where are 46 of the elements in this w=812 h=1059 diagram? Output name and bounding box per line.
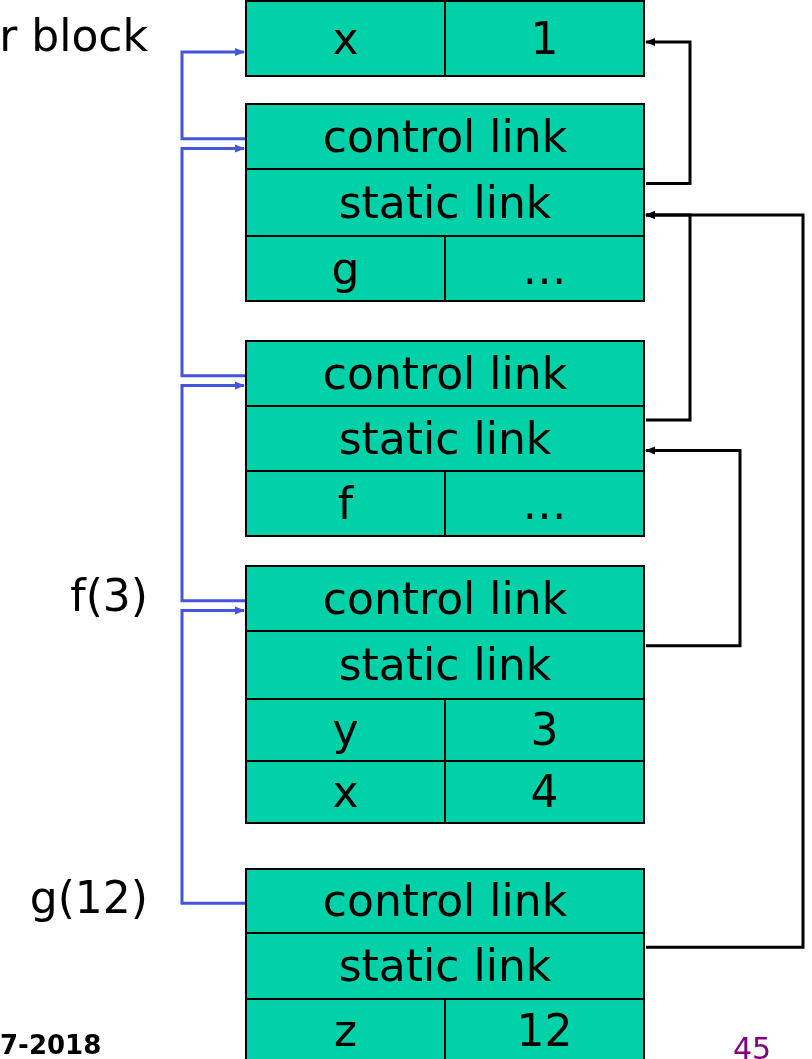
cell-text: static link (338, 180, 552, 225)
cell-text: y (332, 708, 359, 752)
record-row (245, 470, 645, 537)
cell-text: static link (338, 416, 552, 461)
record-row (245, 235, 645, 302)
record-row (245, 340, 645, 407)
arrow (180, 606, 245, 905)
cell-text: … (522, 246, 567, 291)
cell-text: z (333, 1009, 358, 1053)
record-row (245, 868, 645, 934)
arrow (180, 144, 245, 378)
record-row (245, 168, 645, 237)
record-row (245, 103, 645, 170)
cell-text: 3 (530, 708, 559, 752)
cell-text: control link (322, 576, 568, 621)
cell-text: f (337, 481, 354, 526)
cell-text: 12 (516, 1009, 573, 1053)
frame-label: f(3) (70, 573, 148, 618)
record-row (245, 998, 645, 1059)
cell-text: x (332, 16, 359, 61)
page-number: 45 (733, 1034, 772, 1059)
record-row (245, 630, 645, 700)
arrow (180, 381, 245, 603)
record-row (245, 0, 645, 77)
cell-text: static link (338, 643, 552, 687)
record-row (245, 760, 645, 824)
cell-text: 4 (530, 770, 559, 814)
cell-text: control link (322, 351, 568, 396)
frame-label: g(12) (29, 876, 148, 920)
cell-text: g (331, 246, 360, 291)
cell-text: x (332, 770, 359, 814)
arrow (645, 446, 742, 648)
record-row (245, 698, 645, 762)
footer-date: 7-2018 (0, 1032, 102, 1058)
cell-text: control link (322, 114, 568, 159)
arrow (180, 48, 245, 141)
arrow (645, 210, 805, 949)
frame-label: r block (0, 13, 148, 58)
arrow (645, 38, 692, 185)
cell-text: … (522, 481, 567, 526)
cell-text: static link (338, 944, 552, 988)
cell-text: control link (322, 879, 568, 923)
record-row (245, 405, 645, 472)
record-row (245, 932, 645, 1000)
record-row (245, 565, 645, 632)
cell-text: 1 (530, 16, 559, 61)
